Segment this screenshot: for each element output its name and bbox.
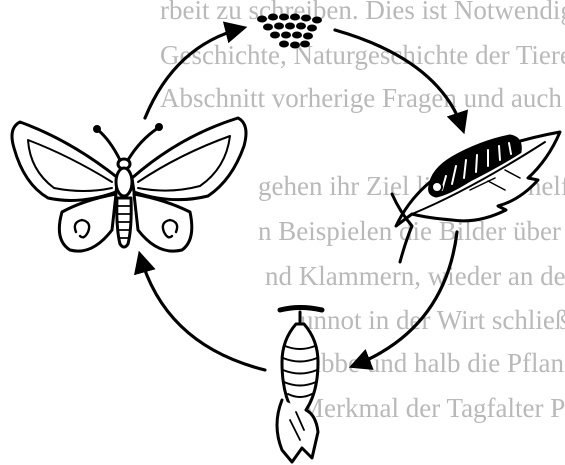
- arrow-butterfly-to-eggs: [145, 28, 243, 118]
- arrow-pupa-to-butterfly: [140, 255, 265, 370]
- butterfly-icon: [12, 118, 246, 251]
- pupa-shell: [277, 400, 318, 462]
- caterpillar-icon: [392, 132, 560, 262]
- arrow-eggs-to-caterpillar: [335, 30, 463, 130]
- arrow-caterpillar-to-pupa: [353, 232, 457, 366]
- chrysalis-icon: [277, 308, 322, 463]
- eggs-icon: [257, 14, 322, 49]
- butterfly-thorax: [116, 168, 132, 196]
- branch: [280, 308, 322, 311]
- right-forewing: [132, 118, 246, 200]
- right-hindwing: [134, 194, 192, 251]
